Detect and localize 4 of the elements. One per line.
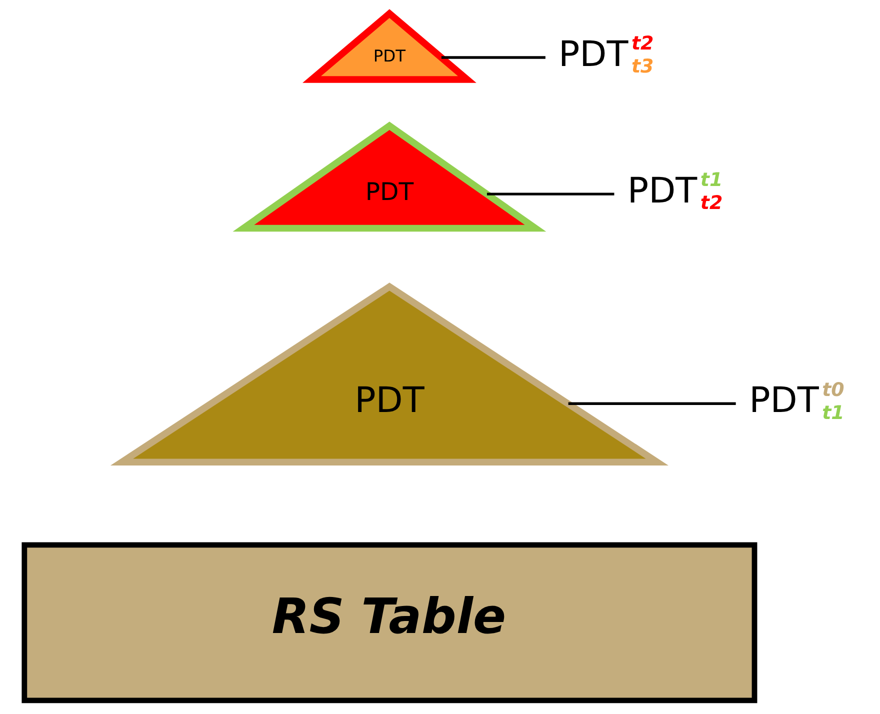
node-box: RS Table <box>21 542 757 704</box>
connector <box>568 402 736 405</box>
connector <box>486 192 614 196</box>
connector <box>440 56 545 59</box>
